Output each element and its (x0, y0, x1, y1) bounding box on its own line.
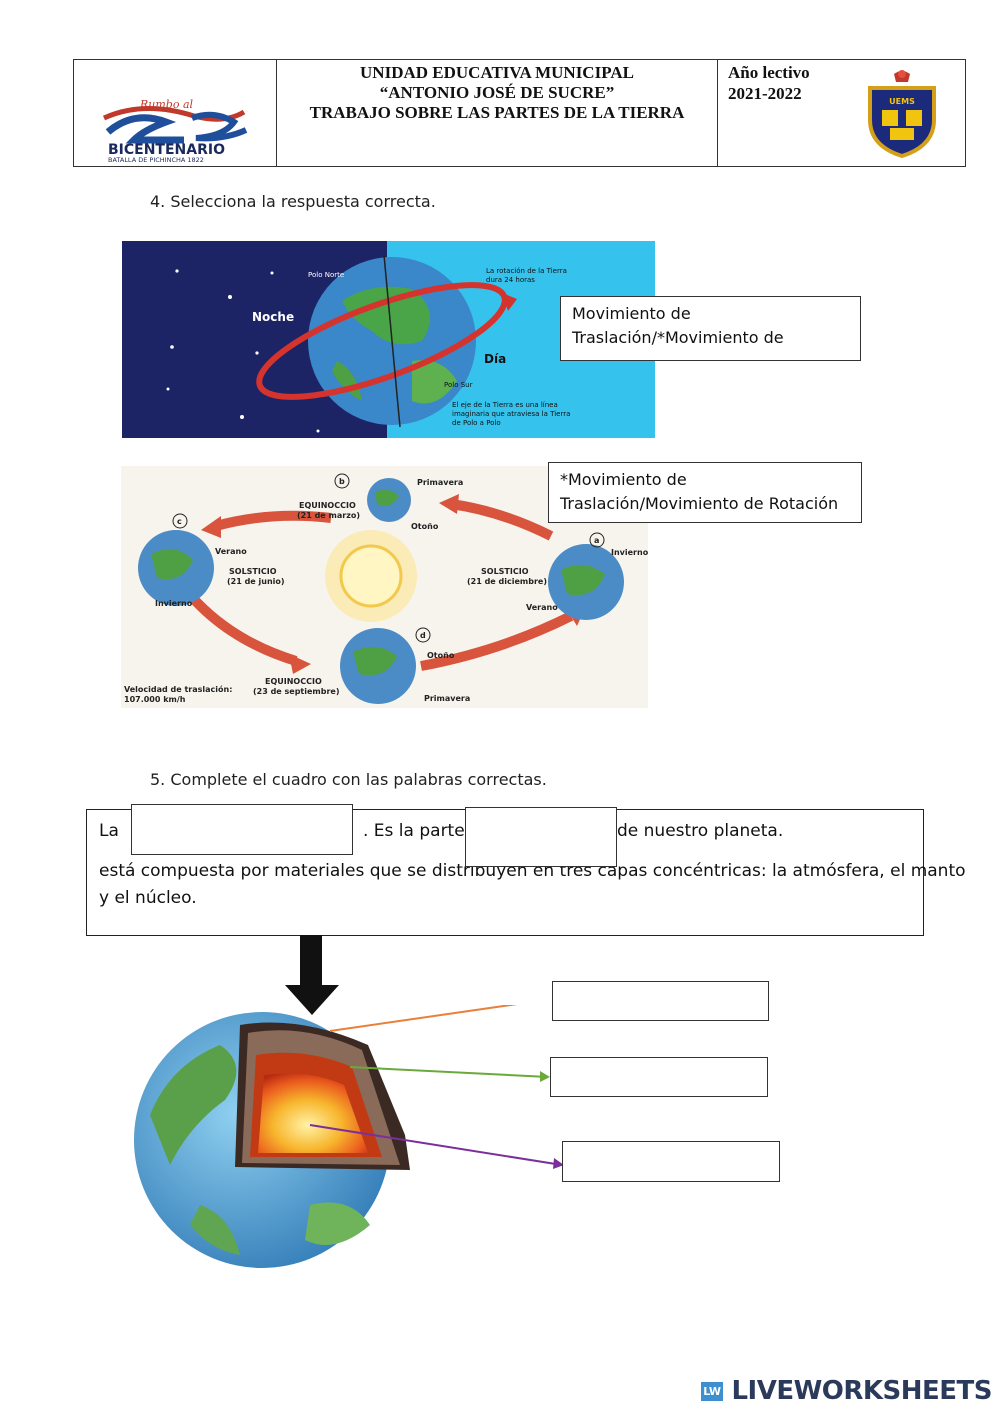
text-line3: y el núcleo. (99, 888, 197, 908)
svg-text:a: a (594, 536, 599, 545)
answer-rotation-line2: Traslación/*Movimiento de (572, 328, 784, 347)
header-table: Rumbo al BICENTENARIO BATALLA DE PICHINC… (73, 59, 966, 167)
text-la: La (99, 821, 119, 841)
rotation-image: Noche Día Polo Norte Polo Sur La rotació… (122, 241, 655, 438)
blank-input-2[interactable] (465, 807, 617, 867)
svg-text:EQUINOCCIO: EQUINOCCIO (265, 677, 322, 686)
svg-text:d: d (420, 631, 426, 640)
school-name: “ANTONIO JOSÉ DE SUCRE” (379, 83, 615, 102)
svg-text:(21 de marzo): (21 de marzo) (297, 511, 360, 520)
text-es-la-parte: . Es la parte (363, 821, 465, 841)
svg-text:Otoño: Otoño (427, 651, 455, 660)
svg-text:La rotación de la Tierra: La rotación de la Tierra (486, 267, 567, 275)
answer-translation-line1: *Movimiento de (560, 470, 687, 489)
svg-text:UEMS: UEMS (889, 97, 915, 106)
header-title: UNIDAD EDUCATIVA MUNICIPAL “ANTONIO JOSÉ… (277, 60, 718, 166)
svg-text:EQUINOCCIO: EQUINOCCIO (299, 501, 356, 510)
answer-dropdown-rotation[interactable]: Movimiento de Traslación/*Movimiento de (560, 296, 861, 361)
svg-text:Invierno: Invierno (611, 548, 648, 557)
svg-text:Verano: Verano (215, 547, 247, 556)
answer-translation-line2: Traslación/Movimiento de Rotación (560, 494, 839, 513)
svg-text:c: c (177, 517, 182, 526)
svg-text:(23 de septiembre): (23 de septiembre) (253, 687, 340, 696)
svg-text:Polo Norte: Polo Norte (308, 271, 344, 279)
svg-text:Día: Día (484, 352, 506, 366)
svg-text:dura 24 horas: dura 24 horas (486, 276, 535, 284)
svg-text:Primavera: Primavera (417, 478, 463, 487)
svg-text:SOLSTICIO: SOLSTICIO (481, 567, 529, 576)
svg-text:Invierno: Invierno (155, 599, 193, 608)
svg-text:Verano: Verano (526, 603, 558, 612)
layer-answer-core[interactable] (562, 1141, 780, 1182)
svg-text:BICENTENARIO: BICENTENARIO (108, 142, 225, 158)
svg-text:Otoño: Otoño (411, 522, 439, 531)
layer-answer-mantle[interactable] (550, 1057, 768, 1097)
text-planeta: de nuestro planeta. (617, 821, 784, 841)
bicentenario-logo: Rumbo al BICENTENARIO BATALLA DE PICHINC… (74, 60, 277, 166)
layer-answer-crust[interactable] (552, 981, 769, 1021)
school-type: UNIDAD EDUCATIVA MUNICIPAL (360, 63, 634, 82)
worksheet-title: TRABAJO SOBRE LAS PARTES DE LA TIERRA (309, 103, 685, 122)
school-crest-icon: UEMS (868, 70, 936, 159)
year-label: Año lectivo (728, 63, 810, 82)
year-value: 2021-2022 (728, 84, 802, 103)
liveworksheets-logo-icon: LW (700, 1382, 723, 1401)
liveworksheets-brand[interactable]: LW LIVEWORKSHEETS (700, 1376, 992, 1406)
svg-text:Velocidad de traslación:: Velocidad de traslación: (124, 684, 232, 694)
earth-rotation-illustration: Noche Día Polo Norte Polo Sur La rotació… (122, 241, 655, 438)
svg-text:(21 de diciembre): (21 de diciembre) (467, 577, 547, 586)
question-5-prompt: 5. Complete el cuadro con las palabras c… (150, 770, 547, 789)
svg-text:imaginaria que atraviesa la Ti: imaginaria que atraviesa la Tierra (452, 410, 570, 418)
svg-text:Polo Sur: Polo Sur (444, 381, 473, 389)
svg-text:SOLSTICIO: SOLSTICIO (229, 567, 277, 576)
earth-layers-illustration (134, 1005, 564, 1268)
liveworksheets-wordmark: LIVEWORKSHEETS (731, 1376, 992, 1406)
question-4-prompt: 4. Selecciona la respuesta correcta. (150, 192, 436, 211)
blank-input-1[interactable] (131, 804, 353, 855)
svg-text:107.000 km/h: 107.000 km/h (124, 695, 186, 704)
svg-text:BATALLA DE PICHINCHA 1822: BATALLA DE PICHINCHA 1822 (108, 156, 204, 164)
svg-text:b: b (339, 477, 345, 486)
text-line2: está compuesta por materiales que se dis… (99, 861, 966, 881)
svg-text:(21 de junio): (21 de junio) (227, 577, 285, 586)
school-year-cell: Año lectivo 2021-2022 UEMS (718, 60, 965, 166)
svg-text:Primavera: Primavera (424, 694, 470, 703)
svg-text:Noche: Noche (252, 310, 294, 324)
svg-text:de Polo a Polo: de Polo a Polo (452, 419, 501, 427)
down-arrow-icon (285, 935, 339, 1015)
svg-text:El eje de la Tierra es una lín: El eje de la Tierra es una línea (452, 401, 558, 409)
answer-rotation-line1: Movimiento de (572, 304, 691, 323)
answer-dropdown-translation[interactable]: *Movimiento de Traslación/Movimiento de … (548, 462, 862, 523)
bicentenario-logo-graphic: Rumbo al BICENTENARIO BATALLA DE PICHINC… (102, 98, 248, 164)
